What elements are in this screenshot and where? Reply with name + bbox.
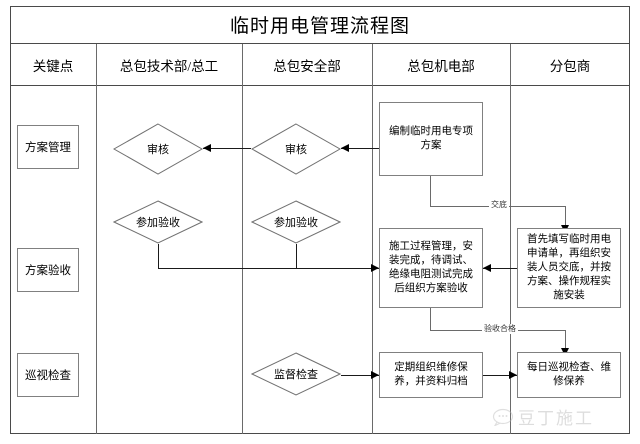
node-label: 审核 (285, 144, 307, 156)
diamond-shape (251, 200, 341, 244)
node-label: 首先填写临时用电申请单，再组织安装人员交底，并按方案、操作规程实施安装 (527, 234, 611, 301)
arrowhead-safety-review (341, 144, 349, 152)
edge-supervise-to-periodic (341, 375, 379, 376)
column-header-key-point: 关键点 (32, 59, 74, 74)
node-tech-join-acceptance[interactable]: 参加验收 (113, 200, 203, 244)
node-label: 参加验收 (136, 217, 180, 229)
diamond-shape (251, 123, 341, 175)
node-label: 施工过程管理，安装完成，待调试、绝缘电阻测试完成后组织方案验收 (389, 241, 473, 294)
node-label: 监督检查 (274, 369, 318, 381)
column-header-safety-dept: 总包安全部 (273, 59, 341, 74)
node-draft-plan[interactable]: 编制临时用电专项方案 (379, 102, 483, 176)
arrowhead-construction-management-left (371, 264, 379, 272)
watermark-text: 豆丁施工 (518, 409, 594, 428)
node-tech-review[interactable]: 审核 (113, 123, 203, 175)
node-daily-patrol[interactable]: 每日巡视检查、维修保养 (517, 352, 621, 398)
watermark: 豆丁施工 (492, 404, 594, 429)
edge-disclosure-down (565, 206, 566, 228)
edge-safety-accept-down (296, 244, 297, 268)
key-point-label: 方案验收 (25, 265, 71, 277)
edge-safety-to-tech-review (203, 148, 251, 149)
node-periodic-maintenance[interactable]: 定期组织维修保养，并资料归档 (379, 352, 483, 398)
key-point-plan-management[interactable]: 方案管理 (17, 125, 79, 169)
edge-draft-to-safety-review (341, 148, 379, 149)
node-subcontractor-install[interactable]: 首先填写临时用电申请单，再组织安装人员交底，并按方案、操作规程实施安装 (517, 228, 621, 308)
page-title: 临时用电管理流程图 (229, 16, 410, 37)
edge-label-disclosure: 交底 (489, 200, 509, 210)
edge-construction-down (430, 308, 431, 330)
node-construction-management[interactable]: 施工过程管理，安装完成，待调试、绝缘电阻测试完成后组织方案验收 (379, 228, 483, 308)
arrowhead-periodic-maintenance (371, 371, 379, 379)
arrowhead-construction-management-right (483, 264, 491, 272)
edge-label-acceptance-pass: 验收合格 (482, 324, 518, 334)
key-point-patrol-inspection[interactable]: 巡视检查 (17, 353, 79, 397)
key-point-plan-acceptance[interactable]: 方案验收 (17, 248, 79, 292)
edge-tech-accept-down (158, 244, 159, 268)
chart-title-row: 临时用电管理流程图 (10, 6, 630, 44)
node-label: 参加验收 (274, 217, 318, 229)
column-header-subcontractor: 分包商 (549, 59, 591, 74)
node-label: 审核 (147, 144, 169, 156)
column-header-mep-dept: 总包机电部 (407, 59, 475, 74)
node-safety-join-acceptance[interactable]: 参加验收 (251, 200, 341, 244)
diamond-shape (113, 123, 203, 175)
node-label: 每日巡视检查、维修保养 (527, 362, 611, 387)
diamond-shape (113, 200, 203, 244)
node-supervise-check[interactable]: 监督检查 (251, 352, 341, 396)
diamond-shape (251, 352, 341, 396)
arrowhead-daily-patrol-left (509, 371, 517, 379)
node-safety-review[interactable]: 审核 (251, 123, 341, 175)
edge-acceptance-pass-down (565, 330, 566, 351)
chat-bubble-icon (492, 408, 514, 426)
column-header-row: 关键点 总包技术部/总工 总包安全部 总包机电部 分包商 (10, 44, 630, 86)
node-label: 编制临时用电专项方案 (389, 126, 473, 151)
column-header-tech-dept: 总包技术部/总工 (119, 59, 219, 74)
column-divider-2 (242, 44, 243, 434)
key-point-label: 巡视检查 (25, 370, 71, 382)
arrowhead-tech-review (203, 144, 211, 152)
column-divider-3 (372, 44, 373, 434)
node-label: 定期组织维修保养，并资料归档 (394, 362, 468, 387)
edge-periodic-to-daily (483, 375, 517, 376)
key-point-label: 方案管理 (25, 142, 71, 154)
edge-install-to-construction (483, 268, 517, 269)
column-divider-4 (510, 44, 511, 434)
edge-draft-down (430, 176, 431, 206)
edge-acceptance-bus (158, 268, 379, 269)
column-divider-1 (96, 44, 97, 434)
